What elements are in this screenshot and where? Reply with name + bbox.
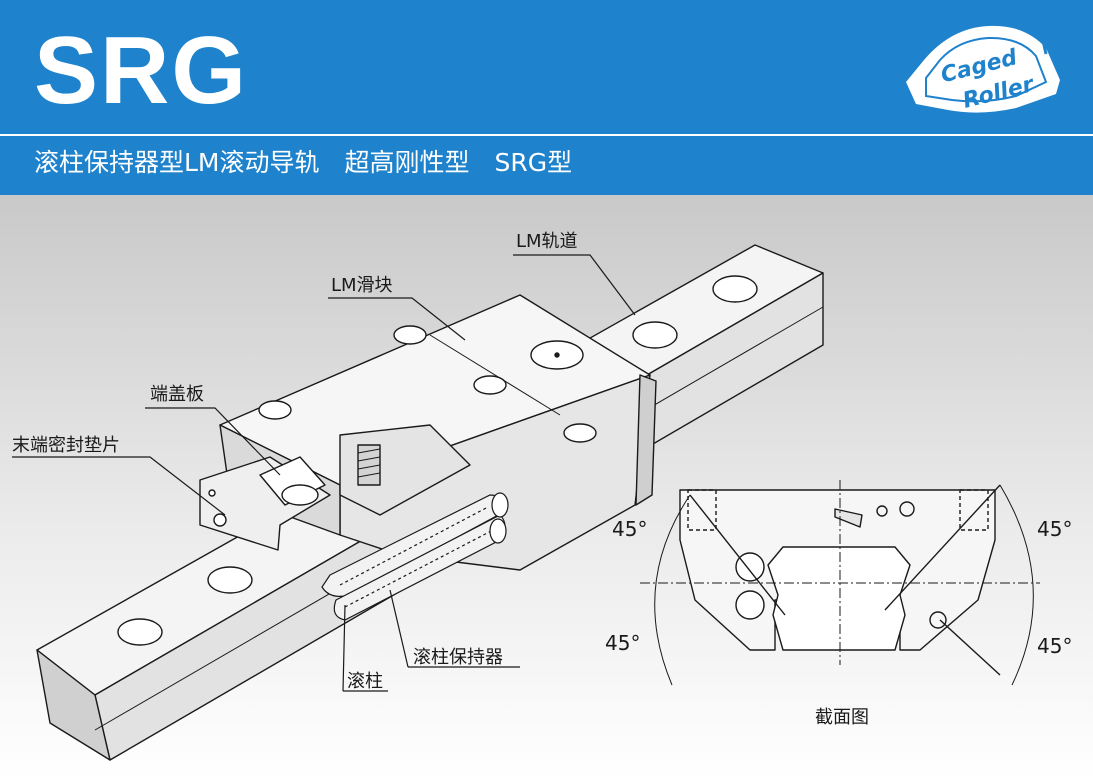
angle-label-top-left: 45° [612,517,648,541]
label-roller: 滚柱 [347,671,383,692]
leader-lines [12,254,636,692]
product-subtitle: 滚柱保持器型LM滚动导轨 超高刚性型 SRG型 [34,148,573,177]
label-end-plate: 端盖板 [150,384,204,405]
header-divider [0,134,1093,136]
cross-section-drawing [640,480,1040,686]
caged-roller-logo-icon: Caged Roller [906,25,1060,114]
label-end-seal: 末端密封垫片 [12,435,120,456]
roller-cage-drawing [321,492,509,621]
lm-guide-illustration [0,195,1093,781]
label-lm-block: LM滑块 [331,275,393,296]
end-plate-drawing [199,456,331,551]
header-banner: SRG 滚柱保持器型LM滚动导轨 超高刚性型 SRG型 Caged Roller [0,0,1093,195]
diagram-area: LM轨道 LM滑块 端盖板 末端密封垫片 滚柱保持器 滚柱 截面图 45° 45… [0,195,1093,781]
product-title: SRG [34,17,249,124]
label-lm-rail: LM轨道 [516,231,578,252]
angle-label-bottom-right: 45° [1037,634,1073,658]
angle-label-top-right: 45° [1037,517,1073,541]
label-roller-cage: 滚柱保持器 [413,647,503,668]
label-cross-section: 截面图 [815,707,869,728]
cutaway-drawing [339,424,471,516]
angle-label-bottom-left: 45° [605,631,641,655]
